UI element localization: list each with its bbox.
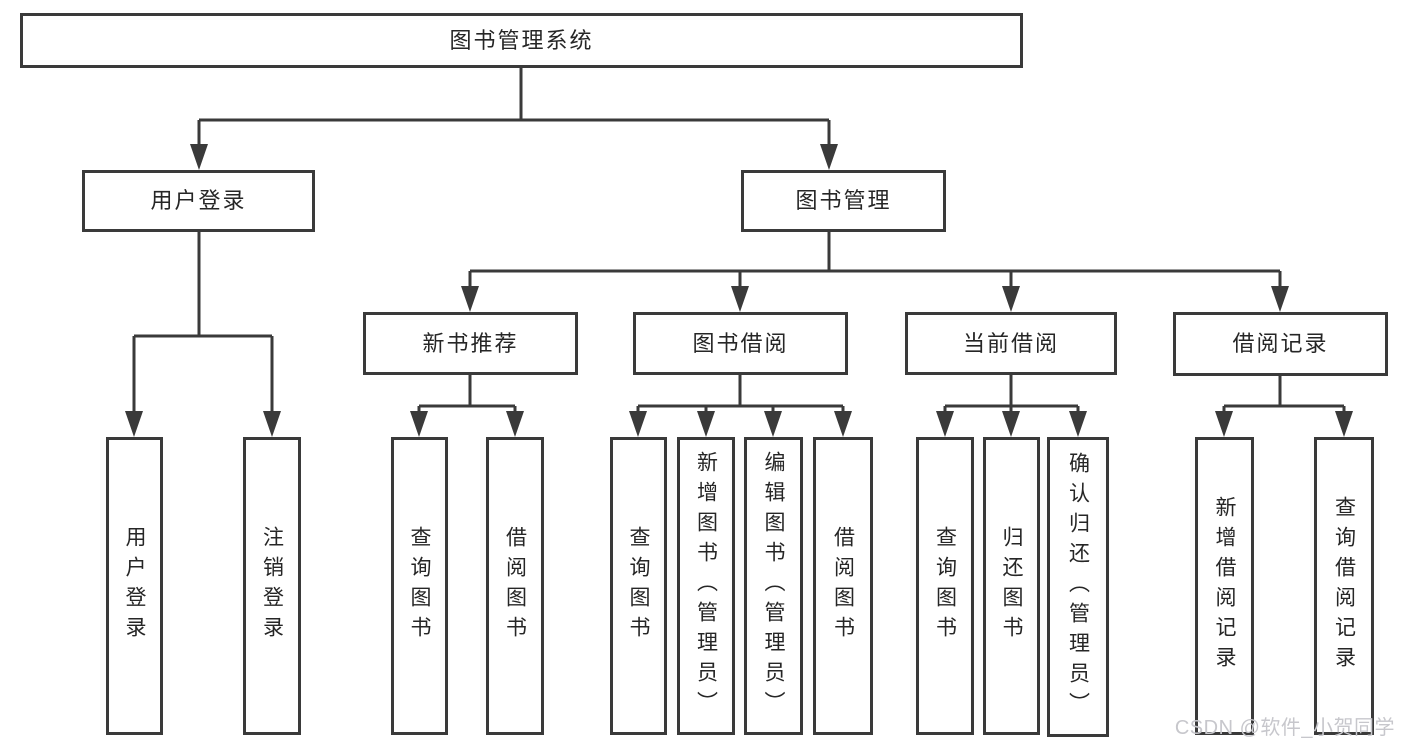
node-root-label: 图书管理系统: [449, 27, 594, 53]
leaf-records-query-record: 查询借阅记录: [1314, 437, 1374, 735]
leaf-current-return-books: 归还图书: [983, 437, 1040, 735]
leaf-borrow-query-books: 查询图书: [610, 437, 667, 735]
leaf-current-confirm-return: 确认归还（管理员）: [1047, 437, 1109, 737]
leaf-records-add-record: 新增借阅记录: [1195, 437, 1254, 735]
node-book-management: 图书管理: [741, 170, 946, 232]
csdn-watermark: CSDN @软件_小贺同学: [1174, 717, 1395, 739]
leaf-borrow-borrow-books: 借阅图书: [813, 437, 873, 735]
node-borrow-records-label: 借阅记录: [1232, 331, 1329, 356]
leaf-current-return-books-label: 归还图书: [1000, 526, 1023, 646]
leaf-borrow-edit-books: 编辑图书（管理员）: [744, 437, 803, 735]
leaf-recommend-query-books: 查询图书: [391, 437, 448, 735]
leaf-logout: 注销登录: [243, 437, 301, 735]
leaf-recommend-query-books-label: 查询图书: [408, 526, 431, 646]
leaf-borrow-add-books-label: 新增图书（管理员）: [694, 451, 718, 721]
leaf-records-add-record-label: 新增借阅记录: [1213, 496, 1236, 676]
leaf-user-login: 用户登录: [106, 437, 163, 735]
node-current-borrowing: 当前借阅: [905, 312, 1117, 375]
node-current-borrowing-label: 当前借阅: [962, 330, 1059, 356]
node-borrow-records: 借阅记录: [1173, 312, 1388, 376]
leaf-records-query-record-label: 查询借阅记录: [1332, 496, 1356, 676]
node-new-book-recommend: 新书推荐: [363, 312, 578, 375]
arrowheads: [125, 144, 1353, 437]
node-root: 图书管理系统: [20, 13, 1023, 68]
leaf-recommend-borrow-books-label: 借阅图书: [503, 526, 527, 646]
leaf-current-query-books-label: 查询图书: [933, 526, 957, 646]
leaf-logout-label: 注销登录: [260, 526, 284, 646]
node-book-borrowing-label: 图书借阅: [692, 330, 789, 356]
leaf-user-login-label: 用户登录: [123, 526, 146, 646]
node-book-management-label: 图书管理: [795, 188, 892, 213]
leaf-borrow-edit-books-label: 编辑图书（管理员）: [762, 451, 785, 721]
node-user-login: 用户登录: [82, 170, 315, 232]
leaf-recommend-borrow-books: 借阅图书: [486, 437, 544, 735]
leaf-borrow-borrow-books-label: 借阅图书: [831, 526, 855, 646]
node-new-book-recommend-label: 新书推荐: [422, 330, 519, 356]
leaf-current-query-books: 查询图书: [916, 437, 974, 735]
node-book-borrowing: 图书借阅: [633, 312, 848, 375]
leaf-borrow-query-books-label: 查询图书: [627, 526, 650, 646]
leaf-borrow-add-books: 新增图书（管理员）: [677, 437, 735, 735]
connector-lines: [132, 67, 1346, 414]
leaf-current-confirm-return-label: 确认归还（管理员）: [1066, 452, 1090, 722]
node-user-login-label: 用户登录: [150, 188, 247, 213]
